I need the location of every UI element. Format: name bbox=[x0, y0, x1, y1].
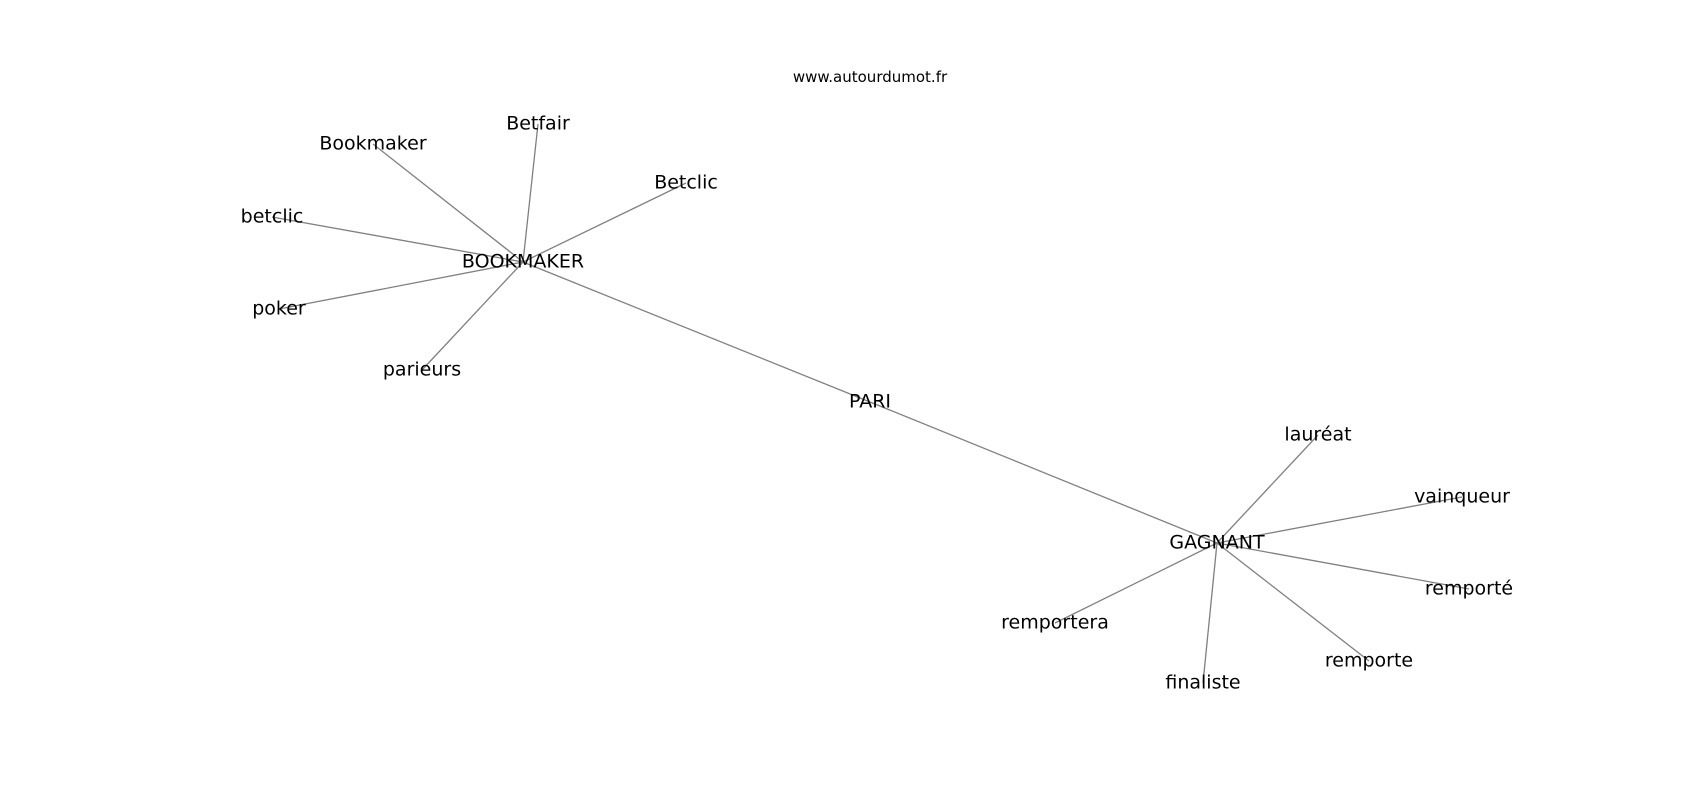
node-remporte: remporte bbox=[1325, 650, 1413, 672]
edge-pari-gagnant-hub bbox=[869, 401, 1218, 544]
edge-pari-bookmaker-hub bbox=[522, 261, 871, 403]
node-poker: poker bbox=[252, 298, 306, 320]
node-remportera: remportera bbox=[1001, 612, 1109, 634]
node-betclic: betclic bbox=[241, 206, 304, 228]
node-parieurs: parieurs bbox=[383, 359, 461, 381]
edge-bookmaker-hub-parieurs bbox=[421, 261, 524, 371]
node-gagnant-hub: GAGNANT bbox=[1169, 532, 1265, 554]
edge-gagnant-hub-remportera bbox=[1054, 542, 1218, 624]
edge-bookmaker-hub-poker bbox=[278, 261, 524, 310]
edge-gagnant-hub-finaliste bbox=[1202, 542, 1218, 684]
node-remporte-accent: remporté bbox=[1425, 578, 1513, 600]
node-betfair: Betfair bbox=[506, 113, 570, 135]
edge-bookmaker-hub-betclic bbox=[271, 216, 524, 263]
node-finaliste: finaliste bbox=[1165, 672, 1240, 694]
node-vainqueur: vainqueur bbox=[1414, 486, 1510, 508]
nodes: PARI BOOKMAKER GAGNANT BetfairBookmakerBetc… bbox=[241, 113, 1513, 694]
edge-gagnant-hub-vainqueur bbox=[1216, 496, 1463, 544]
edge-bookmaker-hub-bookmaker bbox=[372, 143, 524, 263]
node-laureat: lauréat bbox=[1284, 424, 1351, 446]
edge-gagnant-hub-laureat bbox=[1216, 434, 1319, 544]
node-bookmaker-hub: BOOKMAKER bbox=[462, 251, 584, 273]
source-label: www.autourdumot.fr bbox=[793, 68, 948, 86]
edge-bookmaker-hub-betfair bbox=[522, 123, 539, 263]
node-pari: PARI bbox=[849, 391, 891, 413]
edges bbox=[271, 123, 1470, 684]
node-bookmaker: Bookmaker bbox=[319, 133, 426, 155]
node-betclic-cap: Betclic bbox=[654, 172, 718, 194]
edge-gagnant-hub-remporte bbox=[1216, 542, 1370, 662]
edge-bookmaker-hub-betclic-cap bbox=[522, 182, 687, 263]
edge-gagnant-hub-remporte-accent bbox=[1216, 542, 1470, 590]
